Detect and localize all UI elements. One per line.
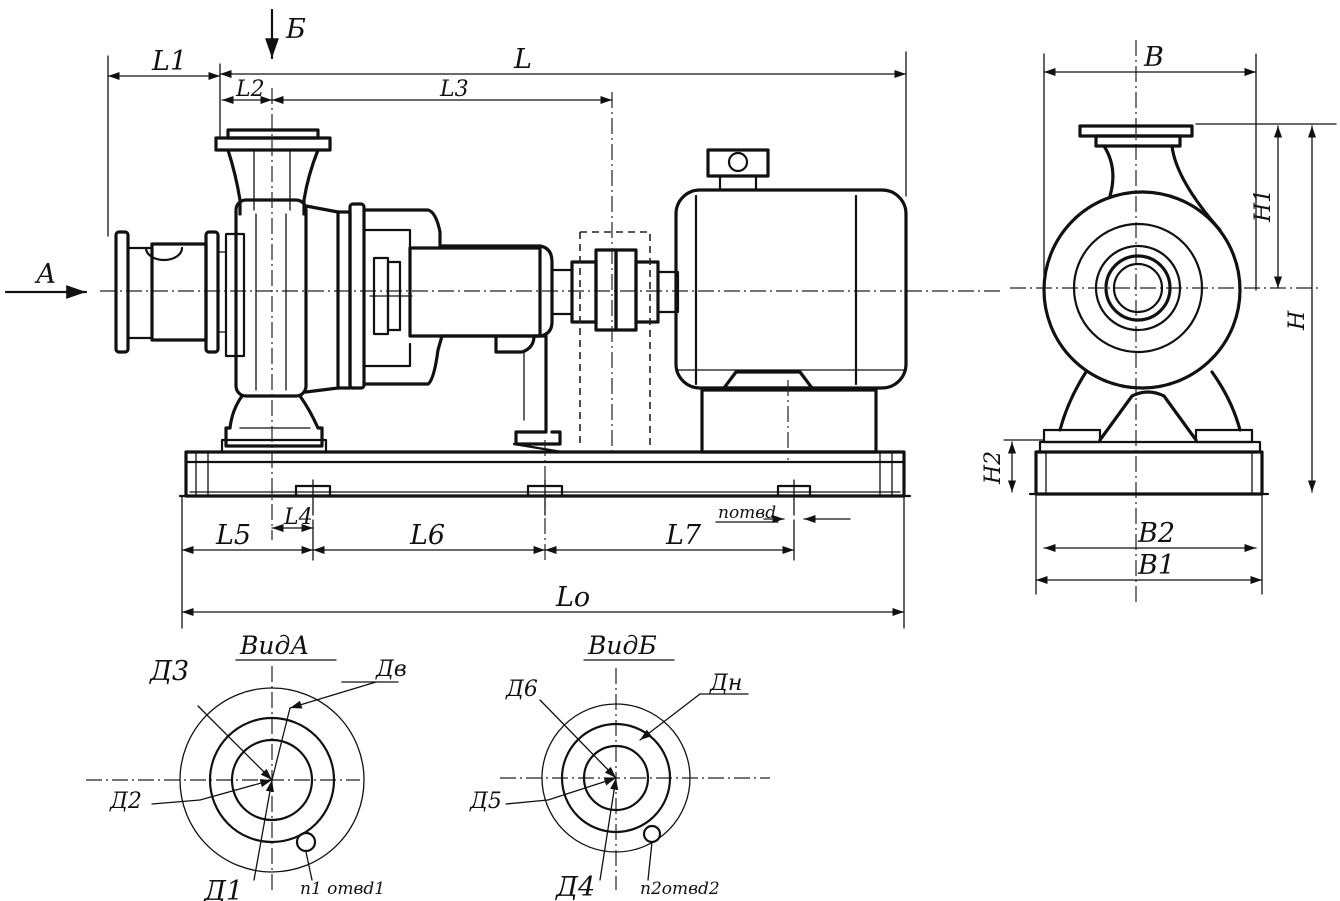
dim-l0: Lo [555,582,590,613]
label-d5: Д5 [469,789,502,814]
dim-l3: L3 [439,77,469,102]
dim-h1: H1 [1251,189,1276,223]
view-b: ВидБ Д6 Дн Д5 Д4 n2отвd2 [469,631,770,901]
dim-b: B [1143,42,1164,73]
dim-l5: L5 [215,520,251,551]
bottom-dimensions: L4 L5 L6 L7 Lo nотвd [181,495,905,629]
arrow-b-label: Б [285,14,306,45]
dim-holes: nотвd [718,503,776,523]
front-view: А Б L1 L L2 L3 [4,8,1000,629]
view-a-arrow: А [4,259,88,299]
side-view: B H1 H H2 B2 B1 [981,40,1337,604]
suction-pipe [114,230,227,354]
top-dimensions: L1 L L2 L3 [107,44,907,237]
dim-l1: L1 [151,46,187,77]
dim-b2: B2 [1137,518,1175,549]
label-holes-b: n2отвd2 [640,879,720,899]
shaft-coupling [550,92,680,456]
label-d6: Д6 [505,677,538,702]
label-dn: Дн [709,671,742,696]
view-a: ВидА Д3 Дв Д2 Д1 n1 отвd1 [86,631,407,901]
dim-h: H [1285,310,1310,331]
dim-b1: B1 [1137,550,1175,581]
label-holes-a: n1 отвd1 [300,879,385,899]
view-b-arrow: Б [265,8,306,60]
dim-l7: L7 [665,520,702,551]
view-a-title: ВидА [239,631,309,660]
bearing-housing [362,208,564,454]
label-dv: Дв [375,657,407,682]
label-d2: Д2 [109,789,142,814]
arrow-a-label: А [34,259,56,290]
label-d1: Д1 [203,876,243,901]
label-d3: Д3 [149,656,189,687]
electric-motor [674,148,908,460]
dim-l4: L4 [283,505,313,530]
dim-l2: L2 [235,77,265,102]
label-d4: Д4 [555,872,595,901]
pump-casing [214,128,366,454]
dim-l: L [513,44,532,75]
view-b-title: ВидБ [587,631,657,660]
dim-l6: L6 [409,520,445,551]
dim-h2: H2 [981,451,1006,485]
